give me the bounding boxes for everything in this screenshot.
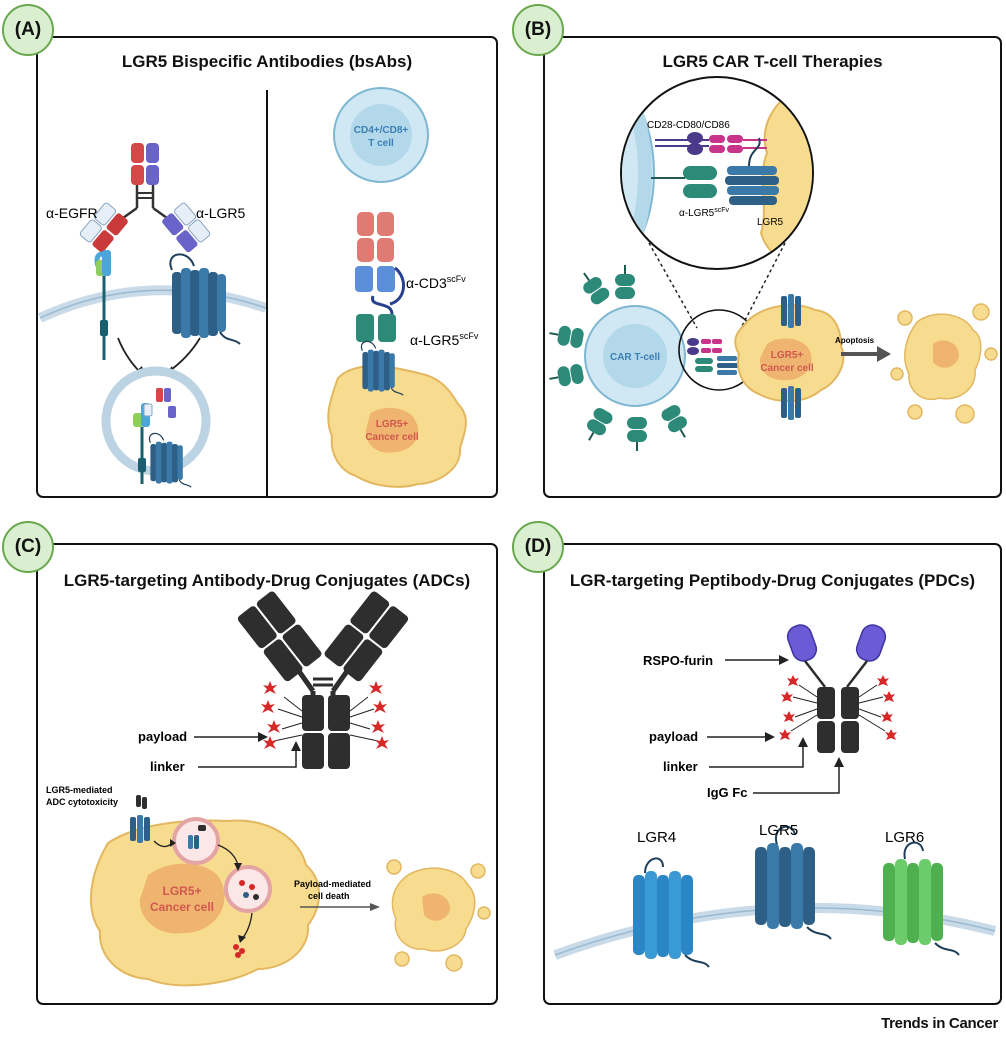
lgr5-receptor-zoom <box>725 137 779 205</box>
c-cancer-label-line2: Cancer cell <box>150 900 214 914</box>
lgr6-receptor <box>883 841 960 956</box>
panel-a: LGR5 Bispecific Antibodies (bsAbs) <box>36 36 498 498</box>
cancer-cell-label-line2: Cancer cell <box>365 432 419 443</box>
d-lgr5-receptor <box>755 825 832 940</box>
label-d-lgr5: LGR5 <box>759 822 798 839</box>
egfr-receptor <box>94 250 111 360</box>
label-cytotox-line2: ADC cytotoxicity <box>46 797 118 807</box>
panel-a-badge: (A) <box>2 4 54 56</box>
t-cell-label-line1: CD4+/CD8+ <box>354 125 409 136</box>
label-apoptosis: Apoptosis <box>835 336 875 345</box>
label-lgr5-zoom: LGR5 <box>757 217 784 228</box>
label-payload: payload <box>138 729 187 744</box>
panel-b: LGR5 CAR T-cell Therapies <box>543 36 1002 498</box>
released-payload <box>233 944 245 958</box>
panel-c-badge: (C) <box>2 521 54 573</box>
peptibody <box>786 624 887 753</box>
panel-b-title: LGR5 CAR T-cell Therapies <box>662 52 883 71</box>
panel-d-badge: (D) <box>512 521 564 573</box>
label-igg-fc: IgG Fc <box>707 785 747 800</box>
label-lgr6: LGR6 <box>885 829 924 846</box>
label-d-payload: payload <box>649 729 698 744</box>
panel-b-diagram: CD28-CD80/CD86 α-LGR5scFv LGR5 CAR T-cel… <box>546 76 998 452</box>
journal-footer: Trends in Cancer <box>881 1015 998 1032</box>
c-lgr5-receptor <box>130 795 150 843</box>
label-d-linker: linker <box>663 759 698 774</box>
panel-b-badge: (B) <box>512 4 564 56</box>
internalized-complex <box>133 388 176 484</box>
adc-antibody <box>237 591 409 769</box>
label-alpha-lgr5-scfv: α-LGR5scFv <box>410 331 479 348</box>
panel-a-title: LGR5 Bispecific Antibodies (bsAbs) <box>121 52 413 71</box>
label-death-line1: Payload-mediated <box>294 879 371 889</box>
label-alpha-egfr: α-EGFR <box>46 205 98 221</box>
c-cancer-label-line1: LGR5+ <box>162 884 201 898</box>
b-lgr5-receptors <box>781 294 801 420</box>
lgr4-receptor <box>633 857 710 968</box>
panel-d: LGR-targeting Peptibody-Drug Conjugates … <box>543 543 1002 1005</box>
t-cell-label-line2: T cell <box>368 138 394 149</box>
panel-a-diagram: α-EGFR α-LGR5 <box>38 87 479 496</box>
label-costim: CD28-CD80/CD86 <box>647 120 730 131</box>
label-alpha-lgr5: α-LGR5 <box>196 205 246 221</box>
car-t-cell-label: CAR T-cell <box>610 352 660 363</box>
panel-d-title: LGR-targeting Peptibody-Drug Conjugates … <box>569 571 976 590</box>
label-linker: linker <box>150 759 185 774</box>
label-car-scfv: α-LGR5scFv <box>679 207 730 219</box>
b-cancer-label-line2: Cancer cell <box>760 363 814 374</box>
synapse-detail <box>687 338 739 375</box>
cancer-cell-label-line1: LGR5+ <box>376 419 409 430</box>
label-cytotox-line1: LGR5-mediated <box>46 785 113 795</box>
bite-construct <box>355 212 405 342</box>
panel-c: LGR5-targeting Antibody-Drug Conjugates … <box>36 543 498 1005</box>
panel-c-diagram: payload linker LGR5-mediated ADC cytotox… <box>46 591 491 987</box>
d-linkers <box>790 684 886 732</box>
payloads <box>273 696 379 742</box>
panel-d-diagram: RSPO-furin payload linker IgG Fc LGR4 <box>553 624 997 968</box>
c-endosome-2 <box>224 865 272 913</box>
bispecific-antibody <box>79 143 211 253</box>
panel-c-title: LGR5-targeting Antibody-Drug Conjugates … <box>63 571 471 590</box>
label-rspo-furin: RSPO-furin <box>643 653 713 668</box>
label-death-line2: cell death <box>308 891 350 901</box>
label-lgr4: LGR4 <box>637 829 676 846</box>
b-cancer-label-line1: LGR5+ <box>771 350 804 361</box>
d-payload-stars <box>779 675 897 740</box>
label-alpha-cd3: α-CD3scFv <box>406 274 466 291</box>
